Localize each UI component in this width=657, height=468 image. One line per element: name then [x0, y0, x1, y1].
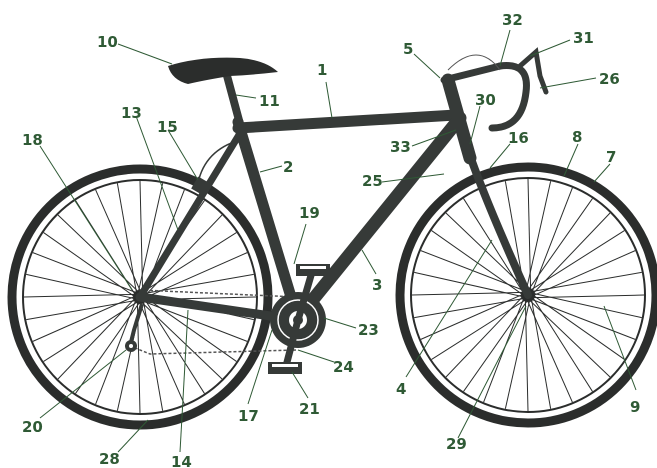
callout-4: 4 — [396, 380, 406, 398]
callout-10: 10 — [97, 33, 118, 51]
front-spoke — [414, 299, 523, 318]
callout-28: 28 — [99, 450, 120, 468]
saddle — [168, 58, 278, 84]
front-spoke — [432, 231, 523, 295]
callout-23: 23 — [358, 321, 379, 339]
callout-18: 18 — [22, 131, 43, 149]
front-spoke — [432, 300, 525, 359]
front-spoke — [531, 231, 624, 290]
callout-3: 3 — [372, 276, 382, 294]
top-tube — [238, 115, 456, 128]
front-spoke — [529, 199, 593, 290]
callout-labels: 1 2 3 4 5 7 8 9 10 11 13 14 15 16 17 18 … — [22, 11, 640, 468]
rear-spoke — [26, 301, 135, 320]
callout-7: 7 — [606, 148, 616, 166]
rear-spoke — [144, 302, 163, 411]
callout-5: 5 — [403, 40, 413, 58]
rear-spoke — [44, 233, 135, 297]
callout-31: 31 — [573, 29, 594, 47]
callout-2: 2 — [283, 158, 293, 176]
callout-11: 11 — [259, 92, 280, 110]
callout-20: 20 — [22, 418, 43, 436]
callout-21: 21 — [299, 400, 320, 418]
callout-14: 14 — [171, 453, 192, 468]
callout-1: 1 — [317, 61, 327, 79]
callout-30: 30 — [475, 91, 496, 109]
rear-spoke — [117, 183, 136, 292]
seat-stay — [140, 130, 242, 297]
rear-spoke — [145, 300, 204, 393]
callout-17: 17 — [238, 407, 259, 425]
callout-29: 29 — [446, 435, 467, 453]
callout-25: 25 — [362, 172, 383, 190]
front-spoke — [532, 300, 551, 409]
front-spoke — [533, 272, 642, 291]
callout-16: 16 — [508, 129, 529, 147]
seat-post — [226, 72, 240, 124]
callout-24: 24 — [333, 358, 354, 376]
rear-spoke — [143, 233, 236, 292]
front-spoke — [464, 301, 528, 392]
callout-32: 32 — [502, 11, 523, 29]
callout-33: 33 — [390, 138, 411, 156]
stem — [444, 66, 500, 80]
callout-13: 13 — [121, 104, 142, 122]
callout-15: 15 — [157, 118, 178, 136]
callout-8: 8 — [572, 128, 582, 146]
front-spoke — [534, 296, 625, 360]
pedal-lower — [268, 362, 302, 374]
rear-spoke — [26, 274, 134, 298]
front-spoke — [533, 298, 592, 391]
pedal-upper — [296, 264, 330, 276]
front-spoke — [505, 301, 529, 409]
front-spoke — [534, 293, 642, 317]
callout-9: 9 — [630, 398, 640, 416]
callout-26: 26 — [599, 70, 620, 88]
front-spoke — [526, 181, 550, 289]
callout-19: 19 — [299, 204, 320, 222]
front-spoke — [414, 272, 522, 296]
handlebar — [492, 66, 526, 128]
